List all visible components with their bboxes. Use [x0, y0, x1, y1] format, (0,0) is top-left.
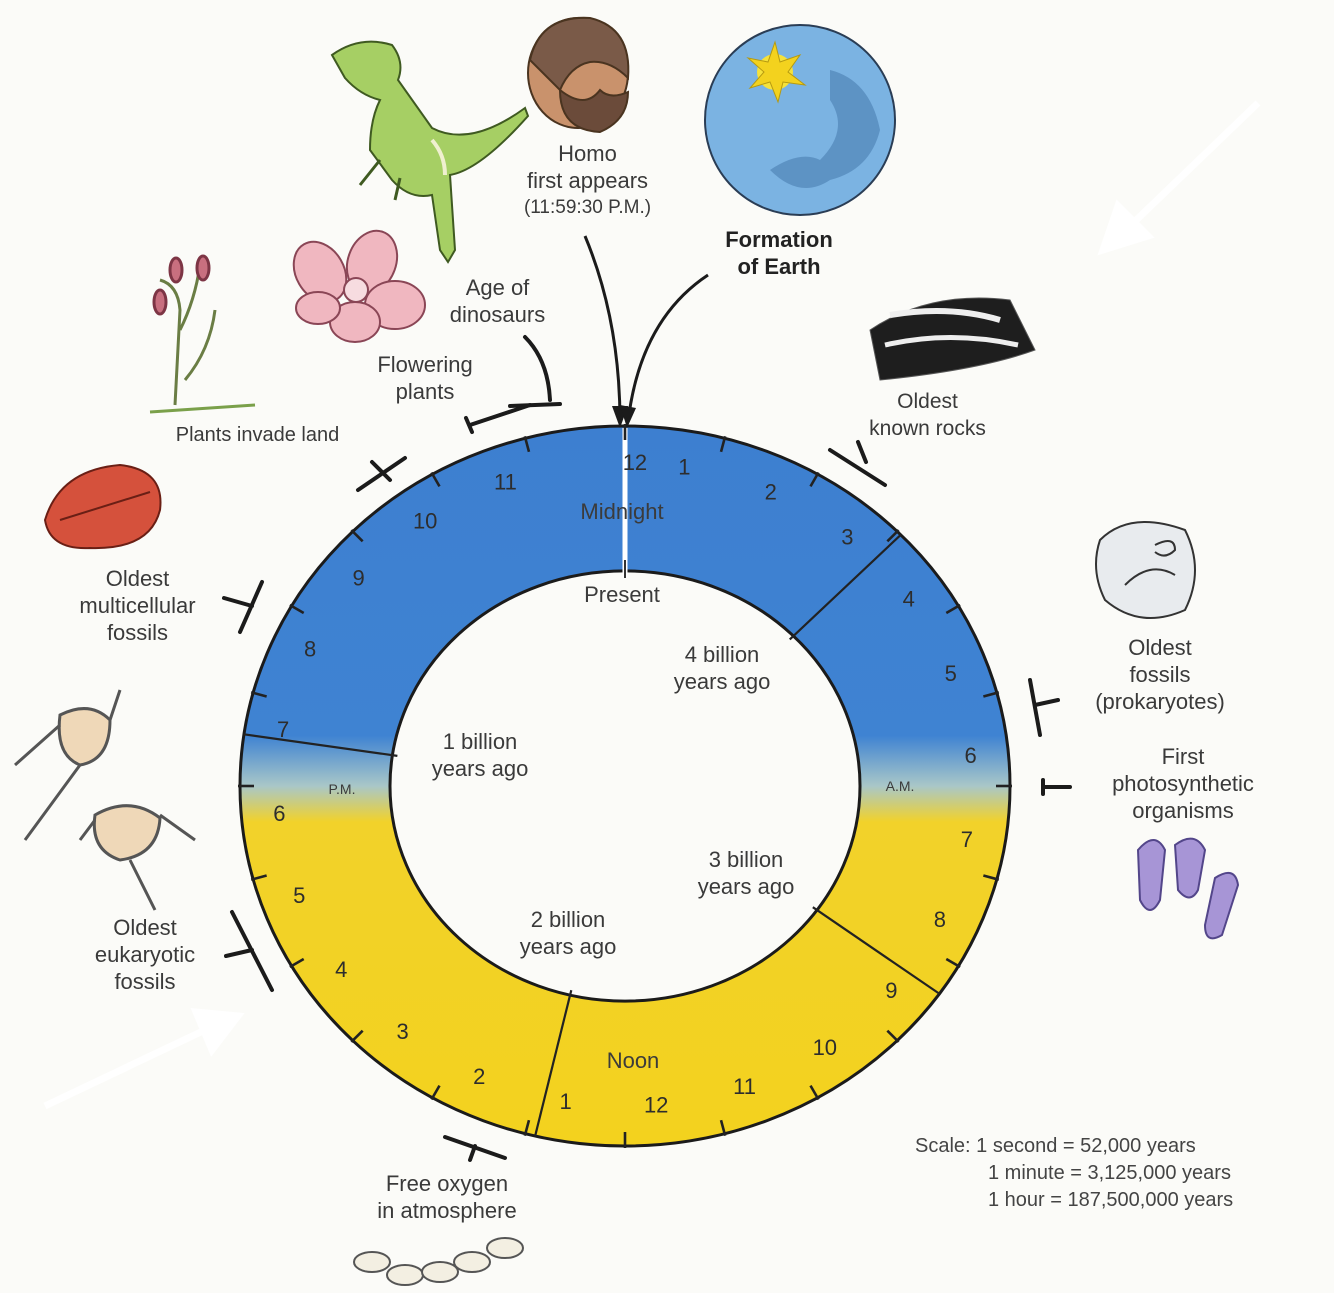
dinosaur-icon: [332, 42, 528, 262]
hour-number: 9: [352, 566, 364, 591]
hour-number: 3: [397, 1019, 409, 1044]
hour-number: 9: [885, 978, 897, 1003]
plants-land-label: Plants invade land: [140, 422, 375, 449]
human-head-icon: [528, 18, 628, 132]
hour-number: 8: [934, 907, 946, 932]
noon-label: Noon: [607, 1048, 660, 1074]
hour-number: 1: [678, 455, 690, 480]
hour-number: 12: [623, 450, 647, 475]
flower-icon: [283, 224, 425, 342]
scale-legend: Scale: 1 second = 52,000 years: [915, 1133, 1196, 1159]
marker-photosynthetic: [1043, 780, 1070, 794]
present-label: Present: [584, 582, 660, 608]
hour-number: 11: [494, 470, 517, 495]
pm-label: P.M.: [329, 781, 356, 797]
plant-stem-icon: [150, 256, 255, 412]
hour-number: 11: [733, 1074, 756, 1099]
marker-age-dinosaurs: [510, 337, 560, 406]
hour-number: 4: [335, 957, 347, 982]
homo-arrow-line: [585, 236, 620, 422]
hour-number: 7: [277, 717, 289, 742]
hour-number: 6: [964, 743, 976, 768]
earth-icon: [705, 25, 895, 215]
marker-free-oxygen: [445, 1137, 505, 1160]
hour-number: 10: [813, 1035, 837, 1060]
homo-label: Homo first appears (11:59:30 P.M.): [500, 140, 675, 221]
hour-number: 4: [903, 586, 915, 611]
prokaryote-fossil-icon: [1096, 522, 1195, 618]
hour-number: 2: [765, 480, 777, 505]
formation-arrow-line: [628, 275, 708, 422]
hour-number: 12: [644, 1093, 668, 1118]
hour-number: 2: [473, 1064, 485, 1089]
marker-flowering: [466, 405, 530, 432]
hour-number: 5: [293, 883, 305, 908]
hour-number: 6: [273, 801, 285, 826]
marker-multicellular: [224, 582, 262, 632]
hour-number: 7: [961, 827, 973, 852]
cyanobacteria-icon: [1138, 839, 1238, 939]
hour-number: 8: [304, 637, 316, 662]
marker-fossils: [1030, 680, 1058, 735]
multicellular-fossil-icon: [45, 465, 161, 548]
marker-eukaryotic: [226, 912, 272, 990]
scale-row-minute: 1 minute = 3,125,000 years: [988, 1160, 1231, 1186]
scale-title: Scale:: [915, 1135, 971, 1157]
midnight-label: Midnight: [580, 499, 663, 525]
hour-number: 1: [560, 1089, 572, 1114]
oxygen-chain-icon: [354, 1238, 523, 1285]
hour-number: 3: [841, 525, 853, 550]
rock-layers-icon: [870, 298, 1035, 380]
scale-row-second: 1 second = 52,000 years: [976, 1135, 1196, 1157]
marker-plants-land: [358, 458, 405, 490]
scale-row-hour: 1 hour = 187,500,000 years: [988, 1187, 1233, 1213]
hour-number: 10: [413, 509, 437, 534]
eukaryote-cells-icon: [15, 690, 195, 910]
am-label: A.M.: [886, 778, 915, 794]
marker-rocks: [830, 442, 885, 485]
hour-number: 5: [945, 661, 957, 686]
